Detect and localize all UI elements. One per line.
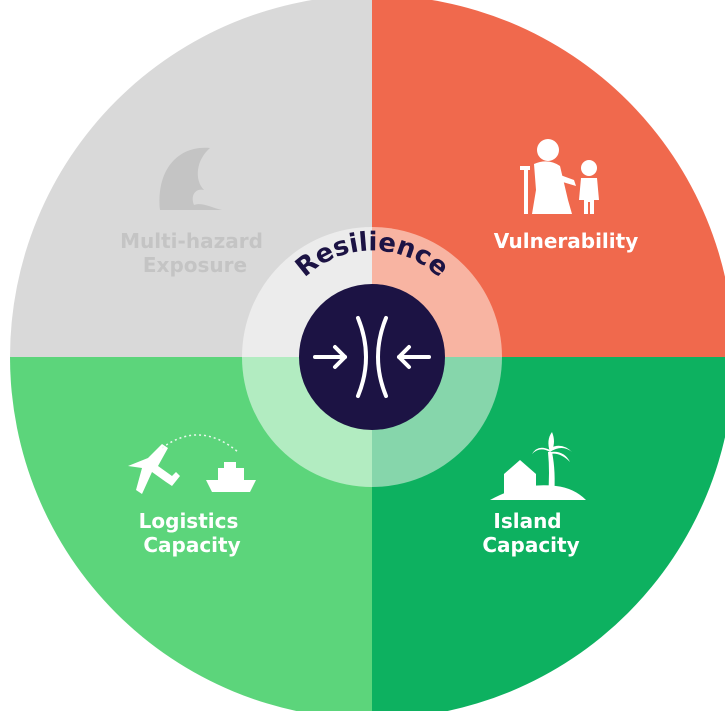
label-multi-hazard-line-2: Exposure bbox=[143, 253, 247, 277]
label-vulnerability-line-1: Vulnerability bbox=[494, 229, 639, 253]
label-multi-hazard-line-1: Multi-hazard bbox=[120, 229, 263, 253]
label-multi-hazard-exposure: Multi-hazard Exposure bbox=[120, 229, 270, 277]
label-island-capacity: Island Capacity bbox=[482, 509, 579, 557]
plane-and-ship-icon bbox=[128, 434, 256, 494]
label-logistics-line-2: Capacity bbox=[143, 533, 240, 557]
label-logistics-capacity: Logistics Capacity bbox=[139, 509, 246, 557]
label-island-line-1: Island bbox=[493, 509, 561, 533]
label-island-line-2: Capacity bbox=[482, 533, 579, 557]
elderly-and-child-icon bbox=[520, 139, 599, 214]
wave-icon bbox=[159, 147, 222, 210]
label-vulnerability: Vulnerability bbox=[494, 229, 639, 253]
center-hub bbox=[299, 284, 445, 430]
converging-arrows-icon bbox=[313, 316, 431, 398]
label-logistics-line-1: Logistics bbox=[139, 509, 239, 533]
island-icon bbox=[490, 432, 586, 500]
